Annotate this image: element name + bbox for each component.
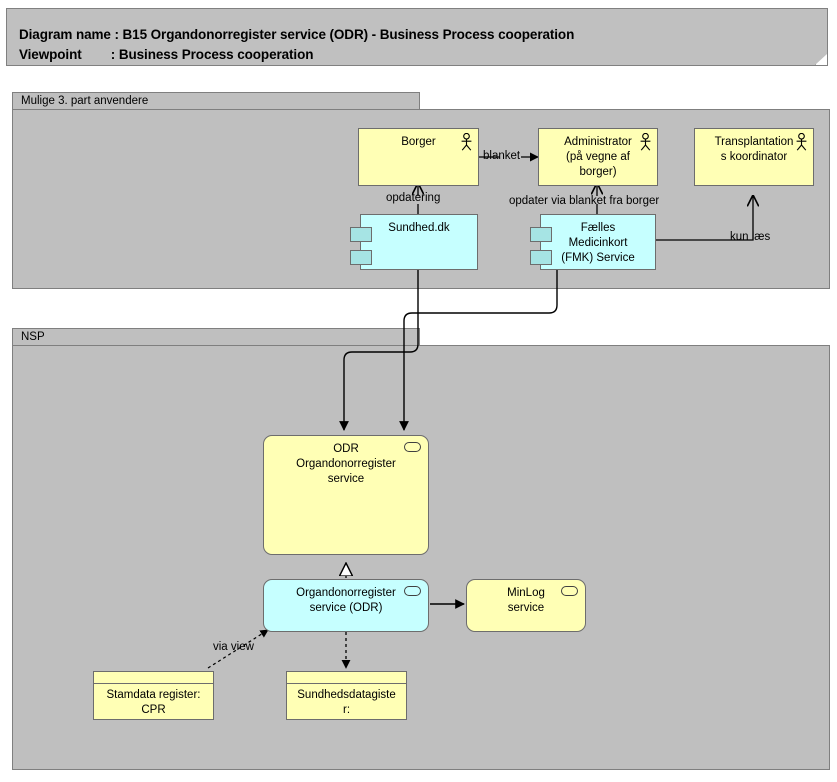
node-organdonorregister-service-odr-label: Organdonorregister service (ODR)	[296, 587, 396, 614]
business-actor-icon	[640, 133, 651, 151]
component-tab-icon	[350, 227, 372, 242]
diagram-title-banner: Diagram name : B15 Organdonorregister se…	[6, 8, 828, 66]
component-tab-icon	[530, 227, 552, 242]
node-stamdata-register-cpr-label: Stamdata register: CPR	[106, 689, 201, 716]
connector-label-kun-laes: kun læs	[730, 231, 771, 243]
node-fmk-service[interactable]: Fælles Medicinkort (FMK) Service	[530, 214, 656, 270]
node-minlog-service[interactable]: MinLog service	[466, 579, 586, 632]
connector-label-opdatering: opdatering	[386, 192, 441, 204]
node-stamdata-register-cpr[interactable]: Stamdata register: CPR	[93, 671, 214, 720]
node-odr-organdonorregister-service-label: ODR Organdonorregister service	[296, 443, 396, 485]
node-administrator-label: Administrator (på vegne af borger)	[564, 136, 632, 178]
business-actor-icon	[796, 133, 807, 151]
component-tab-icon	[350, 250, 372, 265]
node-sundhedsdataregister-organdonorregister-label: Sundhedsdatagiste r: Organdonorregister	[297, 689, 396, 716]
application-service-icon	[404, 442, 421, 452]
group-tab-third-party: Mulige 3. part anvendere	[12, 92, 420, 110]
node-administrator[interactable]: Administrator (på vegne af borger)	[538, 128, 658, 186]
node-minlog-service-label: MinLog service	[507, 587, 545, 614]
node-sundhed-dk[interactable]: Sundhed.dk	[350, 214, 478, 270]
connector-label-opdater-via-blanket: opdater via blanket fra borger	[509, 195, 660, 207]
component-tab-icon	[530, 250, 552, 265]
viewpoint-row: Viewpoint : Business Process cooperation	[19, 47, 314, 62]
connector-label-blanket: blanket	[483, 150, 521, 162]
node-borger-label: Borger	[401, 136, 436, 148]
application-service-icon	[404, 586, 421, 596]
diagram-name-row: Diagram name : B15 Organdonorregister se…	[19, 27, 575, 42]
node-sundhed-dk-label: Sundhed.dk	[388, 222, 450, 234]
application-service-icon	[561, 586, 578, 596]
node-odr-organdonorregister-service[interactable]: ODR Organdonorregister service	[263, 435, 429, 555]
node-transplantationskoordinator[interactable]: Transplantation s koordinator	[694, 128, 814, 186]
business-actor-icon	[461, 133, 472, 151]
data-object-header-strip	[287, 672, 406, 684]
node-fmk-service-label: Fælles Medicinkort (FMK) Service	[561, 222, 635, 264]
node-organdonorregister-service-odr[interactable]: Organdonorregister service (ODR)	[263, 579, 429, 632]
connector-label-via-view: via view	[213, 641, 254, 653]
group-tab-nsp: NSP	[12, 328, 420, 346]
banner-fold-corner	[815, 54, 827, 65]
node-transplantationskoordinator-label: Transplantation s koordinator	[714, 136, 794, 163]
data-object-header-strip	[94, 672, 213, 684]
node-sundhedsdataregister-organdonorregister[interactable]: Sundhedsdatagiste r: Organdonorregister	[286, 671, 407, 720]
node-borger[interactable]: Borger	[358, 128, 479, 186]
